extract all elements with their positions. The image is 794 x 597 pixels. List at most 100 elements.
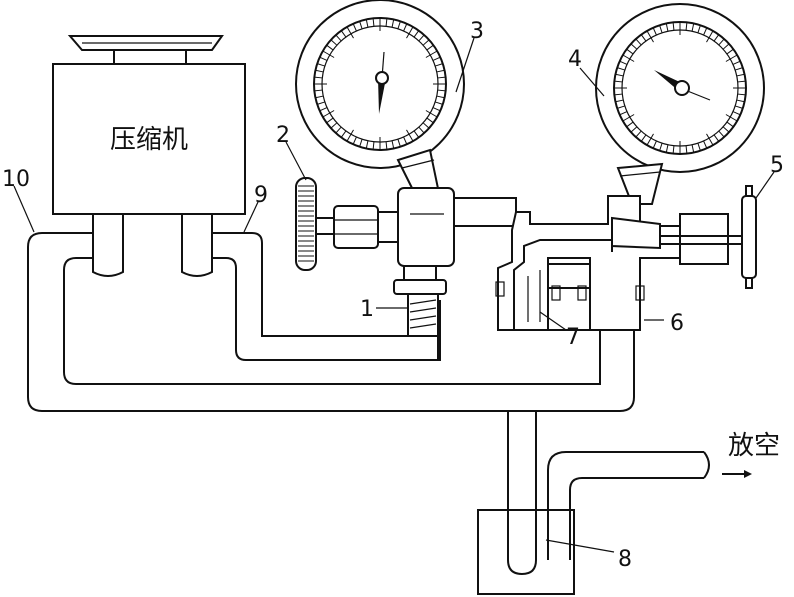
gauge-tick xyxy=(346,26,354,39)
gauge-tick xyxy=(418,126,425,134)
label-9: 9 xyxy=(254,183,268,208)
gauge-tick xyxy=(735,67,743,71)
handle-2-nut xyxy=(333,205,379,249)
gauge-3-needle xyxy=(378,78,386,114)
gauge-tick xyxy=(365,140,369,149)
gauge-tick xyxy=(317,63,325,67)
gauge-tick xyxy=(622,114,635,122)
gauge-tick xyxy=(437,76,446,79)
gauge-tick xyxy=(425,110,438,118)
gauge-tick xyxy=(435,101,443,105)
gauge-tick xyxy=(403,23,408,32)
gauge-tick xyxy=(713,134,720,142)
gauge-tick xyxy=(385,18,388,27)
gauge-tick xyxy=(615,99,624,103)
gauge-tick xyxy=(432,107,441,112)
gauge-tick xyxy=(713,34,720,42)
gauge-tick xyxy=(426,117,434,124)
gauge-tick xyxy=(706,133,714,146)
gauge-tick xyxy=(732,111,741,116)
vent-arrow xyxy=(722,470,752,478)
gauge-tick xyxy=(422,122,430,129)
gauge-tick xyxy=(406,129,414,142)
gauge-tick xyxy=(322,110,335,118)
gauge-tick xyxy=(619,60,628,65)
valve-5-housing xyxy=(679,213,729,265)
label-3: 3 xyxy=(470,19,484,44)
compressor-label: 压缩机 xyxy=(110,125,188,155)
gauge-tick xyxy=(672,145,675,154)
gauge-tick xyxy=(626,121,634,128)
gauge-tick xyxy=(315,69,324,73)
gauge-tick xyxy=(391,140,395,149)
gauge-tick xyxy=(726,48,734,55)
label-1: 1 xyxy=(360,297,374,322)
gauge-tick xyxy=(732,60,741,65)
manometer-vessel xyxy=(477,509,575,595)
gauge-tick xyxy=(418,34,425,42)
gauge-tick xyxy=(422,39,430,46)
gauge-tick xyxy=(726,121,734,128)
gauge-tick xyxy=(725,54,738,62)
gauge-tick xyxy=(640,134,647,142)
valve-1-nut xyxy=(393,279,447,295)
label-7: 7 xyxy=(566,325,580,350)
part-labels: 1 2 3 4 5 6 7 8 9 10 xyxy=(2,19,784,572)
gauge-tick xyxy=(426,44,434,51)
gauge-tick xyxy=(335,126,342,134)
gauge-tick xyxy=(397,21,401,29)
gauge-tick xyxy=(659,143,663,151)
gauge-tick xyxy=(635,130,642,138)
gauge-tick xyxy=(652,27,657,36)
gauge-tick xyxy=(372,18,375,27)
gauge-tick xyxy=(436,95,445,99)
manifold xyxy=(397,185,757,331)
compressor-port-right xyxy=(181,213,213,277)
compressor-port-left xyxy=(92,213,124,277)
gauge-tick xyxy=(397,139,401,147)
gauge-tick xyxy=(722,126,730,133)
gauge-tick xyxy=(736,99,745,103)
gauge-tick xyxy=(314,89,323,92)
gauge-tick xyxy=(413,30,420,38)
gauge-tick xyxy=(614,80,623,83)
pressure-gauge-3 xyxy=(295,0,465,206)
gauge-tick xyxy=(737,93,746,96)
gauge-tick xyxy=(665,144,669,153)
gauge-tick xyxy=(326,117,334,124)
gauge-tick xyxy=(435,63,443,67)
gauge-tick xyxy=(703,140,708,149)
gauge-tick xyxy=(335,34,342,42)
gauge-tick xyxy=(340,30,347,38)
gauge-tick xyxy=(722,43,730,50)
gauge-tick xyxy=(326,44,334,51)
gauge-tick xyxy=(340,130,347,138)
gauge-tick xyxy=(640,34,647,42)
gauge-tick xyxy=(352,136,357,145)
gauge-tick xyxy=(659,25,663,33)
gauge-tick xyxy=(315,95,324,99)
gauge-tick xyxy=(718,130,725,138)
gauge-tick xyxy=(706,30,714,43)
gauge-tick xyxy=(622,54,635,62)
vent-label: 放空 xyxy=(728,431,780,461)
gauge-tick xyxy=(697,143,701,151)
gauge-tick xyxy=(359,139,363,147)
gauge-tick xyxy=(725,114,738,122)
gauge-tick xyxy=(630,43,638,50)
gauge-4-neck xyxy=(616,162,664,205)
gauge-tick xyxy=(352,23,357,32)
gauge-tick xyxy=(617,67,625,71)
gauge-tick xyxy=(365,19,369,28)
label-6: 6 xyxy=(670,311,684,336)
gauge-tick xyxy=(330,39,338,46)
label-5: 5 xyxy=(770,153,784,178)
label-8: 8 xyxy=(618,547,632,572)
gauge-tick xyxy=(672,22,675,31)
gauge-tick xyxy=(403,136,408,145)
gauge-tick xyxy=(425,50,438,58)
gauge-tick xyxy=(635,38,642,46)
gauge-tick xyxy=(646,30,654,43)
label-10: 10 xyxy=(2,167,30,192)
